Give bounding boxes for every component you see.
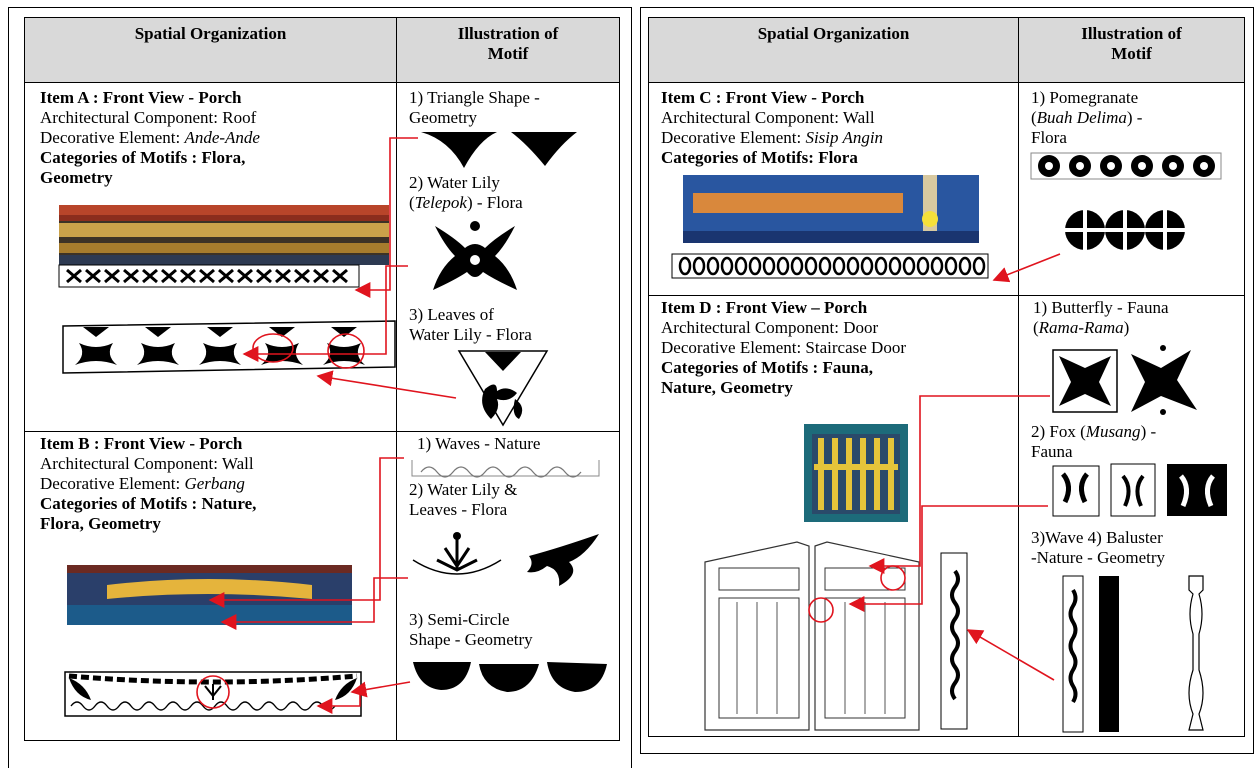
right-figure-frame <box>640 7 1254 754</box>
header-spatial-right: Spatial Organization <box>648 17 1019 83</box>
item-d-door-drawing <box>704 541 920 731</box>
item-c-decorative: Decorative Element: Sisip Angin <box>661 128 884 147</box>
water-lily-leaves-motif-image <box>412 532 599 586</box>
item-a-motif-cell: 1) Triangle Shape - Geometry 2) Water Li… <box>397 83 619 431</box>
item-a-motif-1-label-cont: Geometry <box>409 108 477 127</box>
item-a-pattern-strip <box>58 264 360 288</box>
item-a-pattern-detail <box>62 320 396 374</box>
item-c-motif-1-label-cont2: Flora <box>1031 128 1067 147</box>
semi-circle-motif-image <box>413 662 607 692</box>
item-d-motif-1-label: 1) Butterfly - Fauna <box>1033 298 1169 317</box>
item-b-title: Item B : Front View - Porch <box>40 434 243 453</box>
item-c-motif-cell: 1) Pomegranate (Buah Delima) - Flora <box>1019 83 1244 295</box>
item-d-door-photo <box>804 424 908 522</box>
fox-motif-image <box>1052 463 1227 517</box>
header-spatial-left: Spatial Organization <box>24 17 397 83</box>
item-a-categories-cont: Geometry <box>40 168 113 187</box>
item-b-decorative: Decorative Element: Gerbang <box>40 474 245 493</box>
butterfly-motif-image <box>1052 345 1197 415</box>
item-c-motif-1-label-cont: (Buah Delima) - <box>1031 108 1143 127</box>
item-a-decorative: Decorative Element: Ande-Ande <box>40 128 260 147</box>
item-d-title: Item D : Front View – Porch <box>661 298 868 317</box>
item-d-categories: Categories of Motifs : Fauna, <box>661 358 873 377</box>
item-c-wall-photo <box>683 175 979 243</box>
item-d-motif-1-label-cont: (Rama-Rama) <box>1033 318 1130 337</box>
item-b-categories: Categories of Motifs : Nature, <box>40 494 257 513</box>
item-d-component: Architectural Component: Door <box>661 318 879 337</box>
item-d-motif-2-label-cont: Fauna <box>1031 442 1073 461</box>
pomegranate-strip-image <box>1030 152 1222 180</box>
item-b-motif-2-label-cont: Leaves - Flora <box>409 500 508 519</box>
item-a-motif-3-label-cont: Water Lily - Flora <box>409 325 532 344</box>
wave-baluster-motif-image <box>1062 575 1204 733</box>
item-b-pattern-detail <box>64 671 362 717</box>
item-b-component: Architectural Component: Wall <box>40 454 254 473</box>
item-c-pattern-strip <box>671 253 989 279</box>
item-b-wall-photo <box>67 565 352 625</box>
item-d-motif-3-label: 3)Wave 4) Baluster <box>1031 528 1163 547</box>
item-c-motif-1-label: 1) Pomegranate <box>1031 88 1139 107</box>
item-a-component: Architectural Component: Roof <box>40 108 257 127</box>
item-a-categories: Categories of Motifs : Flora, <box>40 148 246 167</box>
item-c-spatial-cell: Item C : Front View - Porch Architectura… <box>649 83 1018 295</box>
item-a-motif-3-label: 3) Leaves of <box>409 305 494 324</box>
item-d-motif-cell: 1) Butterfly - Fauna (Rama-Rama) 2) Fox … <box>1019 296 1244 736</box>
item-a-roof-photo <box>59 205 389 265</box>
item-c-title: Item C : Front View - Porch <box>661 88 865 107</box>
item-d-spatial-cell: Item D : Front View – Porch Architectura… <box>649 296 1018 736</box>
leaves-motif-image <box>457 350 549 427</box>
pomegranate-motif-image <box>1065 210 1185 250</box>
waves-motif-image <box>411 460 600 478</box>
item-d-decorative: Decorative Element: Staircase Door <box>661 338 906 357</box>
item-b-categories-cont: Flora, Geometry <box>40 514 161 533</box>
left-figure-frame <box>8 7 632 768</box>
water-lily-motif-image <box>433 221 517 290</box>
item-c-categories: Categories of Motifs: Flora <box>661 148 858 167</box>
item-a-motif-2-label: 2) Water Lily <box>409 173 500 192</box>
item-a-motif-2-label-cont: (Telepok) - Flora <box>409 193 523 212</box>
triangle-motif-image <box>421 132 577 168</box>
item-b-spatial-cell: Item B : Front View - Porch Architectura… <box>25 432 396 740</box>
item-d-categories-cont: Nature, Geometry <box>661 378 793 397</box>
item-a-spatial-cell: Item A : Front View - Porch Architectura… <box>25 83 396 431</box>
item-a-motif-1-label: 1) Triangle Shape - <box>409 88 540 107</box>
item-b-motif-2-label: 2) Water Lily & <box>409 480 518 499</box>
item-c-component: Architectural Component: Wall <box>661 108 875 127</box>
item-d-motif-2-label: 2) Fox (Musang) - <box>1031 422 1157 441</box>
item-b-motif-3-label-cont: Shape - Geometry <box>409 630 533 649</box>
item-d-motif-3-label-cont: -Nature - Geometry <box>1031 548 1166 567</box>
item-b-motif-cell: 1) Waves - Nature 2) Water Lily & Leaves… <box>397 432 619 740</box>
item-a-title: Item A : Front View - Porch <box>40 88 242 107</box>
item-b-motif-1-label: 1) Waves - Nature <box>417 434 541 453</box>
item-b-motif-3-label: 3) Semi-Circle <box>409 610 510 629</box>
